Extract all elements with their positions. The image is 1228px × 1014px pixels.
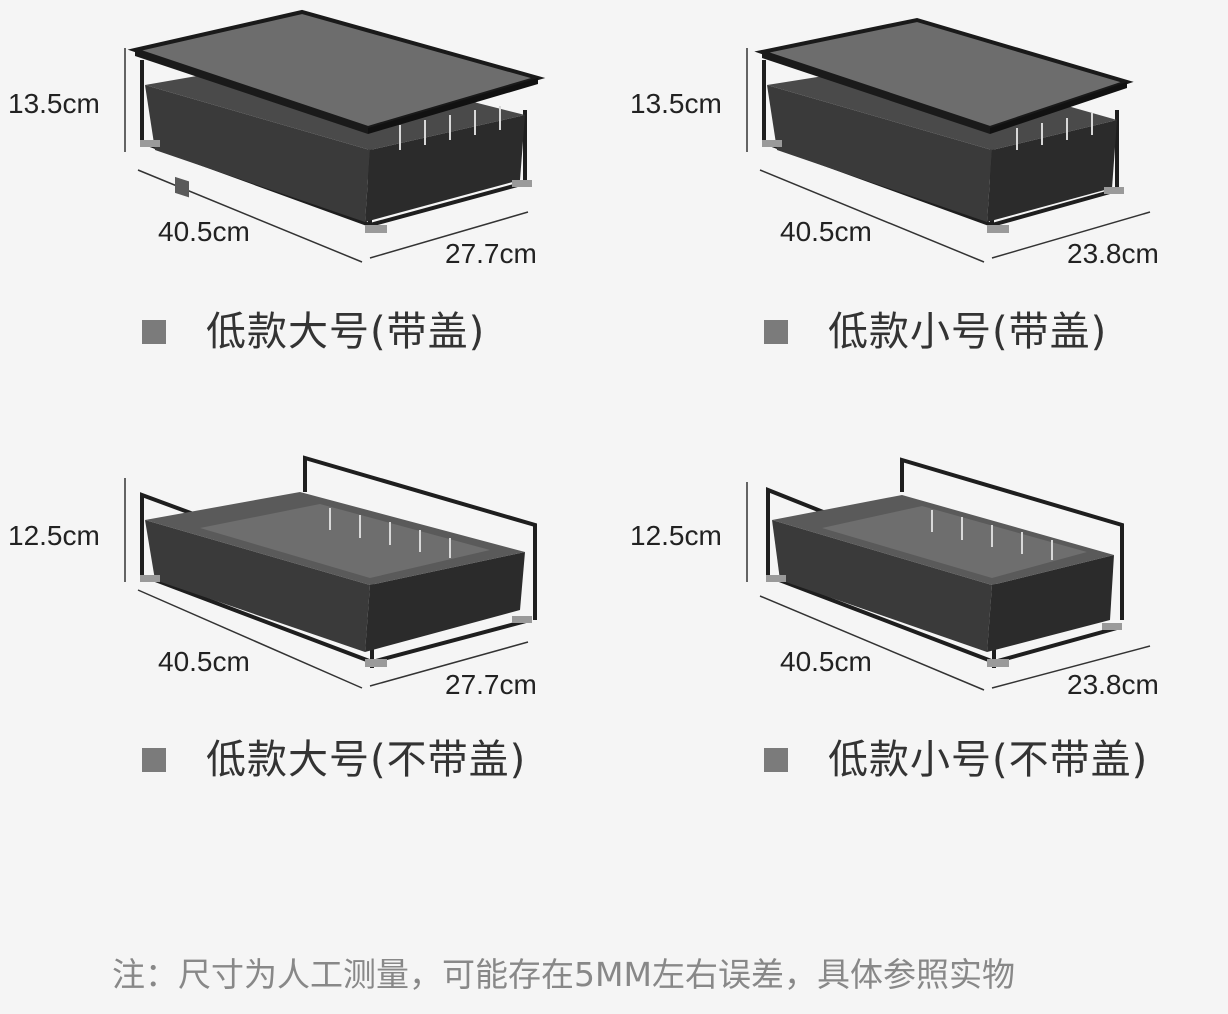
height-dimension: 12.5cm	[630, 520, 722, 551]
square-bullet-icon	[142, 748, 166, 772]
square-bullet-icon	[764, 320, 788, 344]
product-caption: 低款大号(不带盖)	[142, 740, 526, 780]
width-dimension: 27.7cm	[445, 669, 537, 700]
rack-with-lid-image	[746, 17, 1151, 263]
height-dimension: 12.5cm	[8, 520, 100, 551]
rack-without-lid-image	[746, 457, 1151, 691]
product-small-without-lid: 12.5cm 40.5cm 23.8cm 低款小号(不带盖)	[622, 430, 1222, 850]
rack-without-lid-image	[124, 455, 537, 689]
width-dimension: 23.8cm	[1067, 238, 1159, 269]
width-dimension: 23.8cm	[1067, 669, 1159, 700]
square-bullet-icon	[764, 748, 788, 772]
height-dimension: 13.5cm	[8, 88, 100, 119]
product-label: 低款小号(不带盖)	[828, 737, 1149, 783]
height-dimension: 13.5cm	[630, 88, 722, 119]
product-label: 低款小号(带盖)	[828, 309, 1108, 355]
length-dimension: 40.5cm	[780, 216, 872, 247]
rack-with-lid-image	[124, 9, 546, 263]
product-caption: 低款小号(不带盖)	[764, 740, 1148, 780]
product-caption: 低款大号(带盖)	[142, 312, 485, 352]
square-bullet-icon	[142, 320, 166, 344]
product-small-with-lid: 13.5cm 40.5cm 23.8cm 低款小号(带盖)	[622, 0, 1222, 420]
length-dimension: 40.5cm	[158, 216, 250, 247]
width-dimension: 27.7cm	[445, 238, 537, 269]
product-caption: 低款小号(带盖)	[764, 312, 1107, 352]
product-label: 低款大号(不带盖)	[206, 737, 527, 783]
measurement-note: 注：尺寸为人工测量，可能存在5MM左右误差，具体参照实物	[112, 955, 1015, 994]
product-large-without-lid: 12.5cm 40.5cm 27.7cm 低款大号(不带盖)	[0, 430, 600, 850]
length-dimension: 40.5cm	[780, 646, 872, 677]
product-large-with-lid: 13.5cm 40.5cm 27.7cm 低款大号(带盖)	[0, 0, 600, 420]
product-label: 低款大号(带盖)	[206, 309, 486, 355]
length-dimension: 40.5cm	[158, 646, 250, 677]
